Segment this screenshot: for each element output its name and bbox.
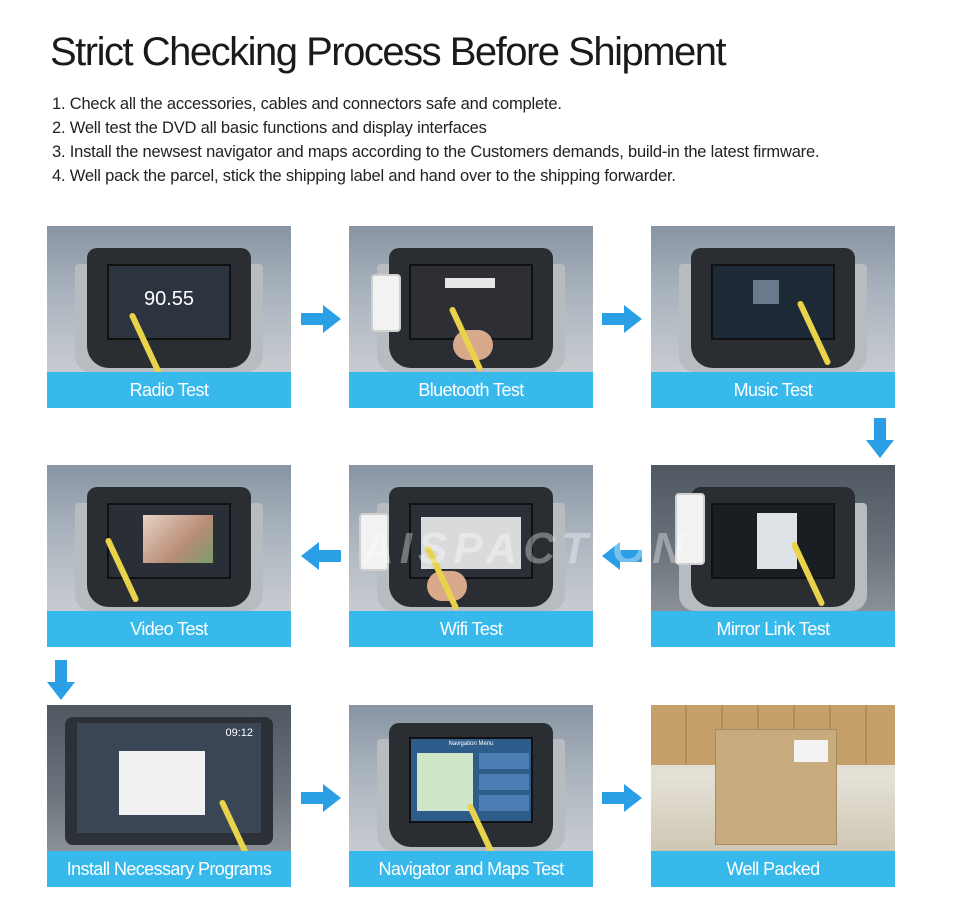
- card-wifi-test: Wifi Test: [349, 465, 593, 647]
- arrow-right-icon: [301, 784, 341, 812]
- arrow-down-icon: [47, 660, 75, 700]
- music-test-caption: Music Test: [651, 372, 895, 408]
- well-packed-photo: [651, 705, 895, 851]
- card-radio-test: 90.55 Radio Test: [47, 226, 291, 408]
- navigator-maps-photo: Navigation Menu: [349, 705, 593, 851]
- arrow-down-icon: [866, 418, 894, 458]
- radio-test-photo: 90.55: [47, 226, 291, 372]
- step-item: 3. Install the newsest navigator and map…: [52, 143, 820, 161]
- step-item: 2. Well test the DVD all basic functions…: [52, 119, 487, 137]
- step-item: 4. Well pack the parcel, stick the shipp…: [52, 167, 676, 185]
- well-packed-caption: Well Packed: [651, 851, 895, 887]
- arrow-right-icon: [602, 305, 642, 333]
- steps-list: 1. Check all the accessories, cables and…: [52, 92, 820, 188]
- card-video-test: Video Test: [47, 465, 291, 647]
- arrow-left-icon: [602, 542, 642, 570]
- radio-frequency: 90.55: [143, 288, 195, 310]
- music-test-photo: [651, 226, 895, 372]
- arrow-right-icon: [602, 784, 642, 812]
- bluetooth-test-caption: Bluetooth Test: [349, 372, 593, 408]
- screen-clock: 09:12: [225, 727, 253, 739]
- card-well-packed: Well Packed: [651, 705, 895, 887]
- page-title: Strict Checking Process Before Shipment: [50, 30, 727, 74]
- navigator-maps-caption: Navigator and Maps Test: [349, 851, 593, 887]
- video-test-caption: Video Test: [47, 611, 291, 647]
- card-music-test: Music Test: [651, 226, 895, 408]
- mirror-link-test-photo: [651, 465, 895, 611]
- card-mirror-link-test: Mirror Link Test: [651, 465, 895, 647]
- arrow-left-icon: [301, 542, 341, 570]
- wifi-test-photo: [349, 465, 593, 611]
- bluetooth-test-photo: [349, 226, 593, 372]
- install-programs-caption: Install Necessary Programs: [47, 851, 291, 887]
- mirror-link-test-caption: Mirror Link Test: [651, 611, 895, 647]
- navigation-menu-header: Navigation Menu: [448, 741, 494, 747]
- wifi-test-caption: Wifi Test: [349, 611, 593, 647]
- radio-test-caption: Radio Test: [47, 372, 291, 408]
- card-install-programs: 09:12 Install Necessary Programs: [47, 705, 291, 887]
- card-navigator-maps-test: Navigation Menu Navigator and Maps Test: [349, 705, 593, 887]
- card-bluetooth-test: Bluetooth Test: [349, 226, 593, 408]
- watermark-logo: AISPACTION: [362, 524, 691, 573]
- arrow-right-icon: [301, 305, 341, 333]
- step-item: 1. Check all the accessories, cables and…: [52, 95, 562, 113]
- install-programs-photo: 09:12: [47, 705, 291, 851]
- video-test-photo: [47, 465, 291, 611]
